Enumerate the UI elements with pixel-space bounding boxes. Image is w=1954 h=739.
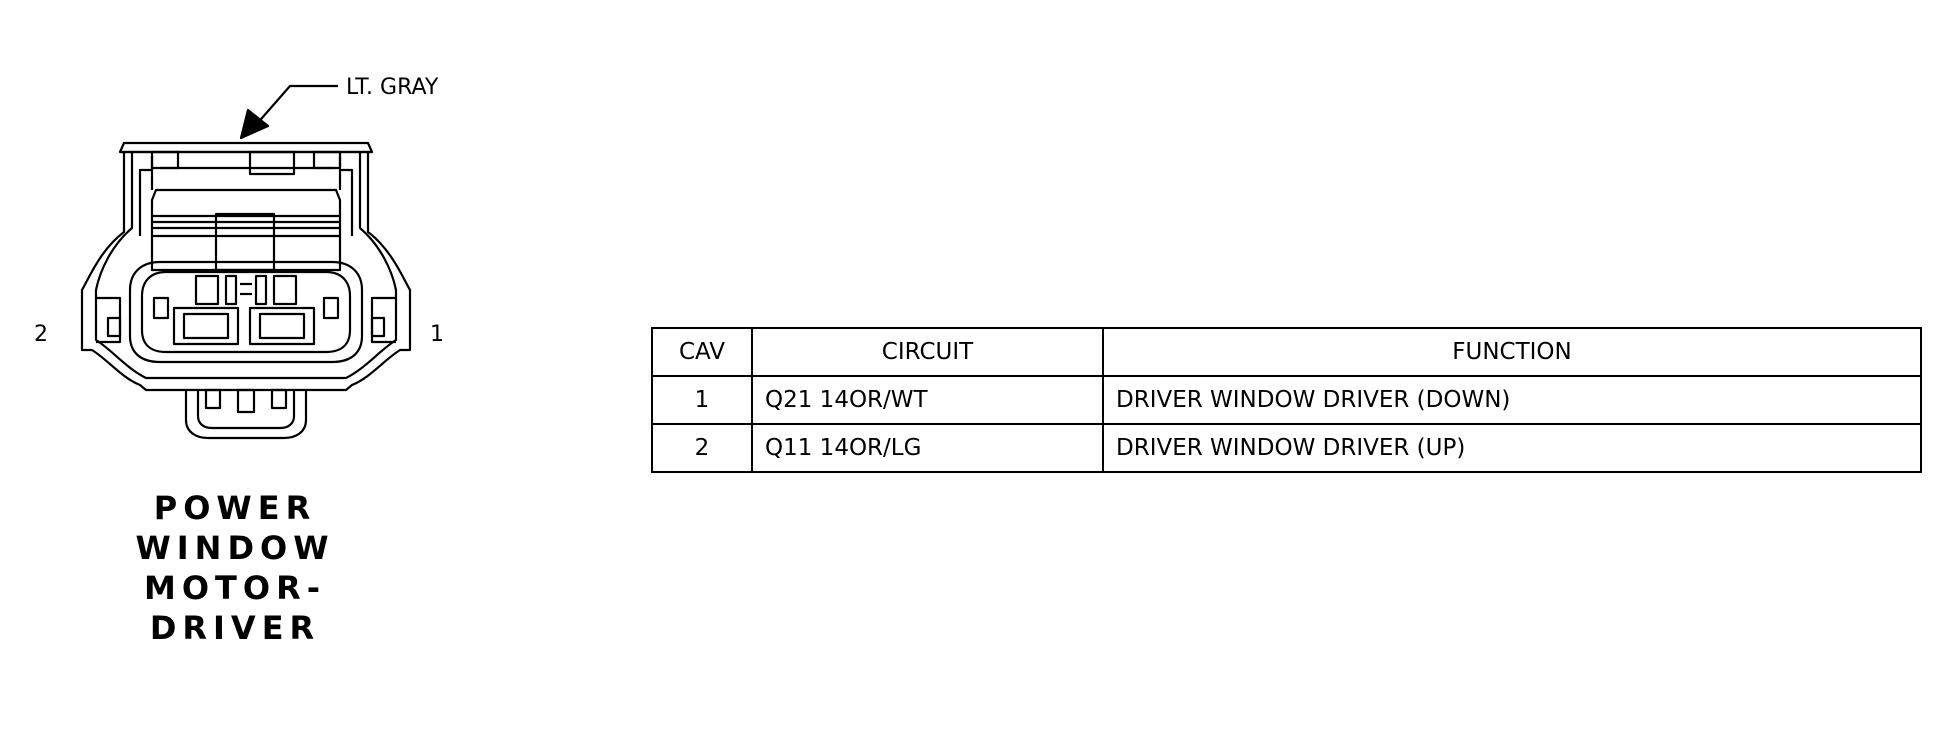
connector-housing [80, 141, 412, 440]
header-circuit: CIRCUIT [751, 327, 1104, 377]
connector-name-line-4: DRIVER [149, 609, 321, 647]
cell-circuit: Q21 14OR/WT [751, 375, 1104, 425]
cell-cav: 2 [651, 423, 753, 473]
pin-1-label: 1 [430, 322, 444, 347]
cell-function: DRIVER WINDOW DRIVER (DOWN) [1102, 375, 1922, 425]
table-header-row: CAV CIRCUIT FUNCTION [651, 327, 1922, 377]
cell-cav: 1 [651, 375, 753, 425]
connector-name-line-2: WINDOW [135, 529, 335, 567]
cell-circuit: Q11 14OR/LG [751, 423, 1104, 473]
table-row: 1 Q21 14OR/WT DRIVER WINDOW DRIVER (DOWN… [651, 375, 1922, 425]
connector-name: POWER WINDOW MOTOR- DRIVER [120, 488, 350, 648]
table-row: 2 Q11 14OR/LG DRIVER WINDOW DRIVER (UP) [651, 423, 1922, 473]
pin-2-label: 2 [34, 322, 48, 347]
connector-name-line-1: POWER [153, 489, 317, 527]
pinout-table: CAV CIRCUIT FUNCTION 1 Q21 14OR/WT DRIVE… [651, 327, 1922, 473]
header-cav: CAV [651, 327, 753, 377]
header-function: FUNCTION [1102, 327, 1922, 377]
connector-name-line-3: MOTOR- [144, 569, 326, 607]
color-callout-label: LT. GRAY [346, 75, 439, 100]
cell-function: DRIVER WINDOW DRIVER (UP) [1102, 423, 1922, 473]
callout-leader [239, 84, 338, 140]
